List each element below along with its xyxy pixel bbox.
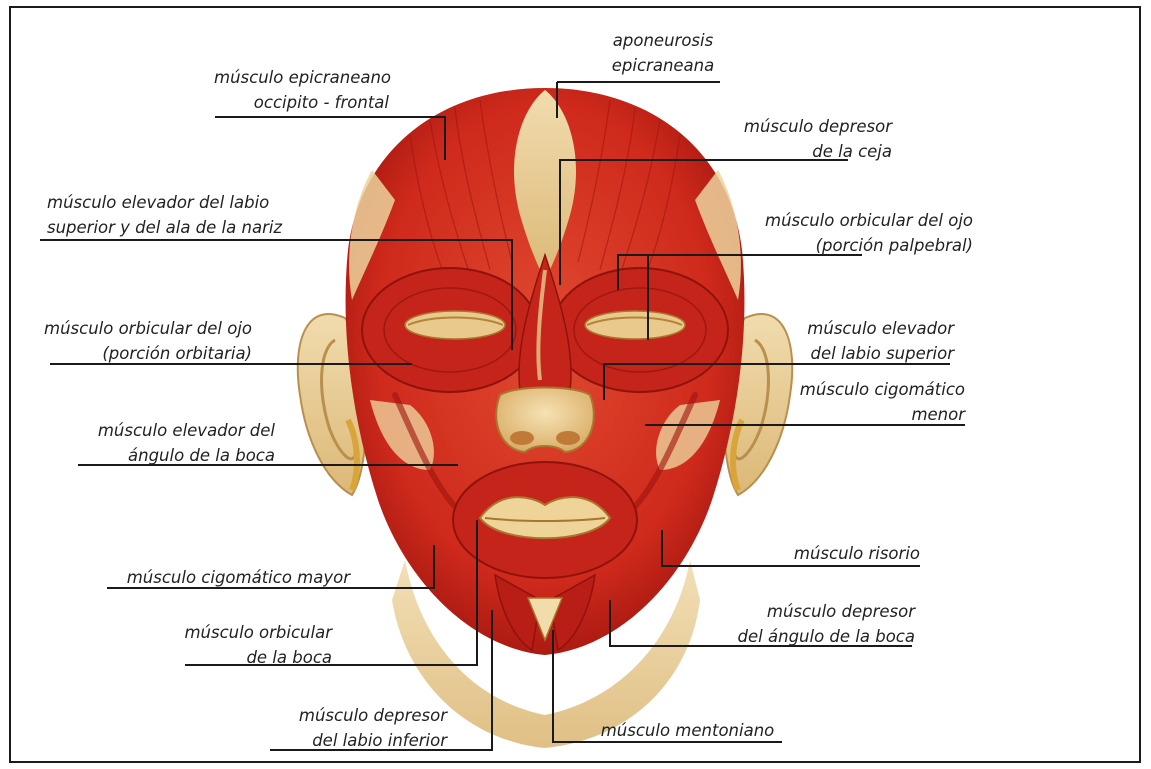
label-depressor-labii: músculo depresor del labio inferior: [240, 703, 447, 753]
label-mentalis: músculo mentoniano: [585, 718, 790, 743]
label-depressor-anguli-oris: músculo depresor del ángulo de la boca: [700, 599, 915, 649]
label-levator-labii: músculo elevador del labio superior: [750, 316, 954, 366]
orbicularis-oris: [453, 462, 637, 578]
label-orbicularis-oris: músculo orbicular de la boca: [150, 620, 332, 670]
label-orbicularis-oculi-palpebral: músculo orbicular del ojo (porción palpe…: [738, 208, 973, 258]
orbicularis-oculi-right: [552, 268, 728, 392]
label-occipitofrontalis: músculo epicraneano occipito - frontal: [214, 65, 389, 115]
label-depressor-supercilii: músculo depresor de la ceja: [712, 114, 892, 164]
label-risorius: músculo risorio: [760, 541, 920, 566]
label-orbicularis-oculi-orbital: músculo orbicular del ojo (porción orbit…: [22, 316, 252, 366]
label-zygomaticus-minor: músculo cigomático menor: [760, 377, 965, 427]
label-levator-anguli-oris: músculo elevador del ángulo de la boca: [70, 418, 275, 468]
label-levator-labii-alaeque: músculo elevador del labio superior y de…: [47, 190, 347, 240]
label-galea-aponeurosis: aponeurosis epicraneana: [598, 28, 728, 78]
label-zygomaticus-major: músculo cigomático mayor: [92, 565, 350, 590]
